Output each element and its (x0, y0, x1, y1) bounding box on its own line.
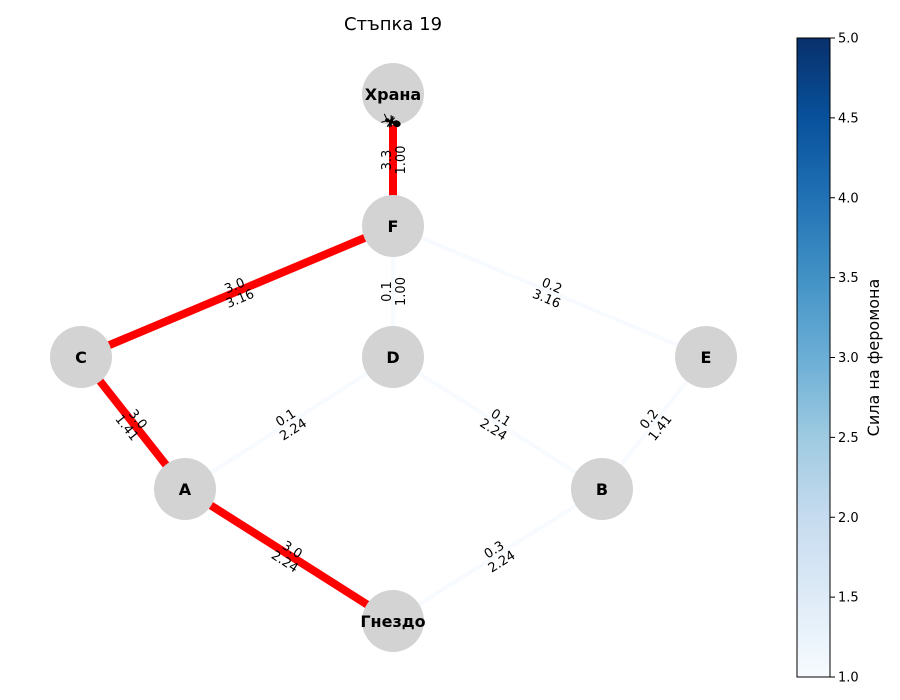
node-C: C (50, 326, 112, 388)
edge-distance-label: 1.00 (394, 277, 409, 306)
colorbar-tick-label: 3.0 (838, 351, 859, 366)
colorbar-tick-label: 1.5 (838, 591, 859, 606)
edge-pheromone-label: 0.2 (539, 276, 564, 298)
colorbar-tick-label: 1.0 (838, 671, 859, 686)
node-label: Храна (365, 85, 421, 104)
node-circle (571, 458, 633, 520)
node-label: A (179, 480, 192, 499)
colorbar-ticks: 1.0 1.5 2.0 2.5 3.0 3.5 4.0 4.5 5.0 (830, 32, 859, 686)
ant-icon (381, 113, 401, 128)
node-circle (362, 326, 424, 388)
colorbar: 1.0 1.5 2.0 2.5 3.0 3.5 4.0 4.5 5.0 Сила на феро… (796, 32, 883, 686)
node-F: F (362, 195, 424, 257)
edge-D-B (391, 355, 604, 491)
colorbar-tick-label: 5.0 (838, 32, 859, 47)
edge-label: 0.32.24 (482, 538, 518, 576)
colorbar-tick-label: 4.5 (838, 111, 859, 126)
edge-F-E (392, 224, 707, 359)
colorbar-gradient (796, 37, 831, 678)
node-label: Гнездо (360, 612, 425, 631)
colorbar-tick-label: 2.0 (838, 511, 859, 526)
colorbar-label: Сила на феромона (864, 279, 883, 437)
node-circle (362, 63, 424, 125)
edge-distance-label: 1.00 (394, 146, 409, 175)
node-label: F (388, 217, 399, 236)
ant-layer (381, 113, 401, 128)
edge-C-F (79, 222, 395, 361)
edge-A-D (183, 355, 395, 491)
colorbar-tick-label: 4.0 (838, 191, 859, 206)
node-label: C (75, 348, 87, 367)
node-nest: Гнездо (360, 590, 426, 652)
edge-pheromone-label: 3.0 (222, 276, 247, 298)
node-circle (154, 458, 216, 520)
edge-nest-B (391, 487, 604, 623)
node-label: B (596, 480, 608, 499)
node-label: E (701, 348, 712, 367)
edge-pheromone-label: 0.1 (380, 281, 395, 302)
node-circle (675, 326, 737, 388)
node-A: A (154, 458, 216, 520)
edge-label: 0.23.16 (530, 276, 564, 312)
edge-label: 0.12.24 (477, 406, 513, 444)
node-E: E (675, 326, 737, 388)
edge-label: 3.02.24 (268, 538, 304, 576)
edge-label: 0.12.24 (273, 406, 309, 444)
node-label: D (386, 348, 399, 367)
edge-pheromone-label: 3.3 (380, 150, 395, 171)
node-circle (50, 326, 112, 388)
figure-title: Стъпка 19 (344, 14, 442, 35)
node-circle (362, 195, 424, 257)
edge-A-nest (182, 485, 396, 625)
colorbar-tick-label: 2.5 (838, 431, 859, 446)
colorbar-tick-label: 3.5 (838, 271, 859, 286)
node-B: B (571, 458, 633, 520)
node-food: Храна (362, 63, 424, 125)
node-circle (362, 590, 424, 652)
node-D: D (362, 326, 424, 388)
